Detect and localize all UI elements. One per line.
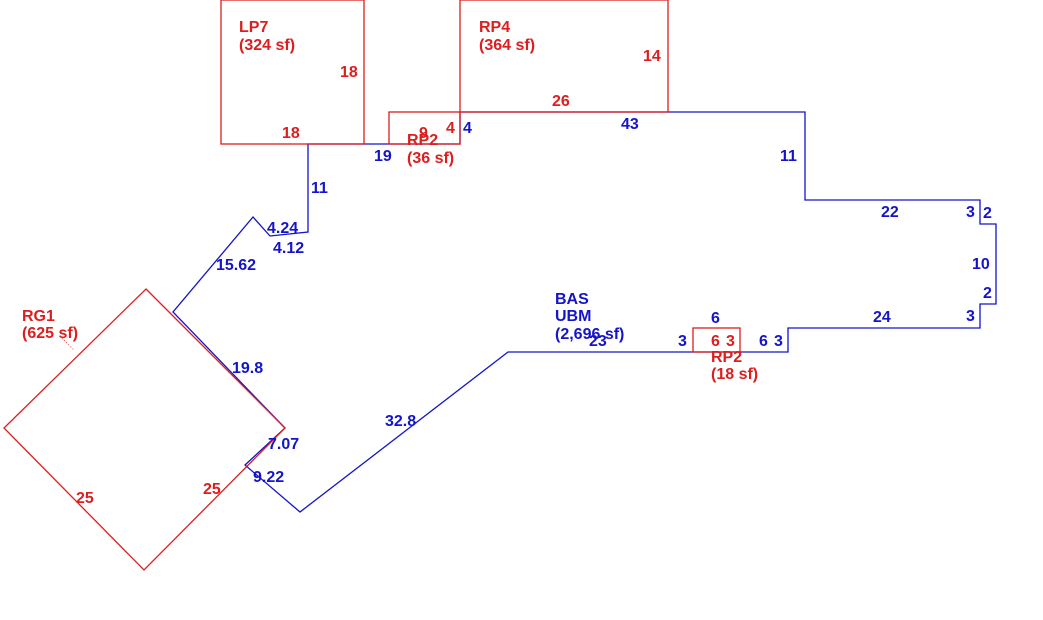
dim-diag-long: 32.8 xyxy=(385,413,416,430)
rp2-bottom-dim-width: 6 xyxy=(711,333,720,350)
lp7-dim-right: 18 xyxy=(340,64,358,81)
main-area-code: BAS xyxy=(555,291,589,308)
lp7-area: LP7 (324 sf) 18 18 xyxy=(220,0,365,145)
dim-right-notch-b: 2 xyxy=(983,205,992,222)
rp2-top-dim-width: 9 xyxy=(419,125,428,142)
dim-right-step-top: 22 xyxy=(881,204,899,221)
dim-bump-top: 6 xyxy=(711,310,720,327)
dim-diag-rg1: 19.8 xyxy=(232,360,263,377)
rg1-outline xyxy=(3,288,286,571)
rp2-bottom-area: 6 3 RP2 (18 sf) xyxy=(692,327,758,383)
dim-right-notch-d: 3 xyxy=(966,308,975,325)
dim-right-vertical: 10 xyxy=(972,256,990,273)
rg1-dim-lower-left: 25 xyxy=(76,490,94,507)
rg1-area-label: (625 sf) xyxy=(22,325,78,342)
dim-top-left: 19 xyxy=(374,148,392,165)
dim-bump-left: 3 xyxy=(678,333,687,350)
dim-upper-left-vertical: 11 xyxy=(311,180,328,197)
rp4-dim-right: 14 xyxy=(643,48,661,65)
rp4-dim-bottom: 26 xyxy=(552,93,570,110)
rg1-area: RG1 (625 sf) 25 25 xyxy=(3,288,286,571)
main-dimension-labels: 43 19 4 11 11 4.24 4.12 15.62 19.8 7.07 … xyxy=(216,116,992,486)
lp7-dim-bottom: 18 xyxy=(282,125,300,142)
dim-step-a: 4.24 xyxy=(267,220,298,237)
lp7-outline xyxy=(220,0,365,145)
dim-step-b: 4.12 xyxy=(273,240,304,257)
dim-left-short: 4 xyxy=(463,120,472,137)
rp2-top-dim-height: 4 xyxy=(446,120,455,137)
main-area-labels: BAS UBM (2,696 sf) xyxy=(555,291,624,343)
dim-right-notch-a: 3 xyxy=(966,204,975,221)
main-area-outline xyxy=(172,111,997,513)
rp2-bottom-area-label: (18 sf) xyxy=(711,366,758,383)
rg1-code: RG1 xyxy=(22,308,55,325)
rp4-code: RP4 xyxy=(479,19,510,36)
dim-bottom-mid: 23 xyxy=(589,333,607,350)
rp2-bottom-code: RP2 xyxy=(711,349,742,366)
rp2-top-area-label: (36 sf) xyxy=(407,150,454,167)
main-area-perimeter xyxy=(172,111,997,513)
rp4-area: RP4 (364 sf) 14 26 xyxy=(459,0,669,113)
dim-right-notch-c: 2 xyxy=(983,285,992,302)
main-area-sqft: (2,696 sf) xyxy=(555,326,624,343)
dim-bottom-right: 24 xyxy=(873,309,891,326)
dim-right-upper: 11 xyxy=(780,148,797,165)
dim-bump-right: 6 xyxy=(759,333,768,350)
rg1-dim-lower-right: 25 xyxy=(203,481,221,498)
dim-diag-upper: 15.62 xyxy=(216,257,256,274)
rp2-bottom-dim-height: 3 xyxy=(726,333,735,350)
rp2-bottom-outline xyxy=(692,327,741,353)
lp7-area-label: (324 sf) xyxy=(239,37,295,54)
rp4-outline xyxy=(459,0,669,113)
dim-diag-lower: 9.22 xyxy=(253,469,284,486)
lp7-code: LP7 xyxy=(239,19,268,36)
main-area-name: UBM xyxy=(555,308,591,325)
rp2-top-area: 9 4 RP2 (36 sf) xyxy=(388,111,461,167)
rp4-area-label: (364 sf) xyxy=(479,37,535,54)
dim-top-center: 43 xyxy=(621,116,639,133)
rp2-top-code: RP2 xyxy=(407,132,438,149)
dim-diag-small: 7.07 xyxy=(268,436,299,453)
rp2-top-outline xyxy=(388,111,461,145)
dim-bump-right-step: 3 xyxy=(774,333,783,350)
